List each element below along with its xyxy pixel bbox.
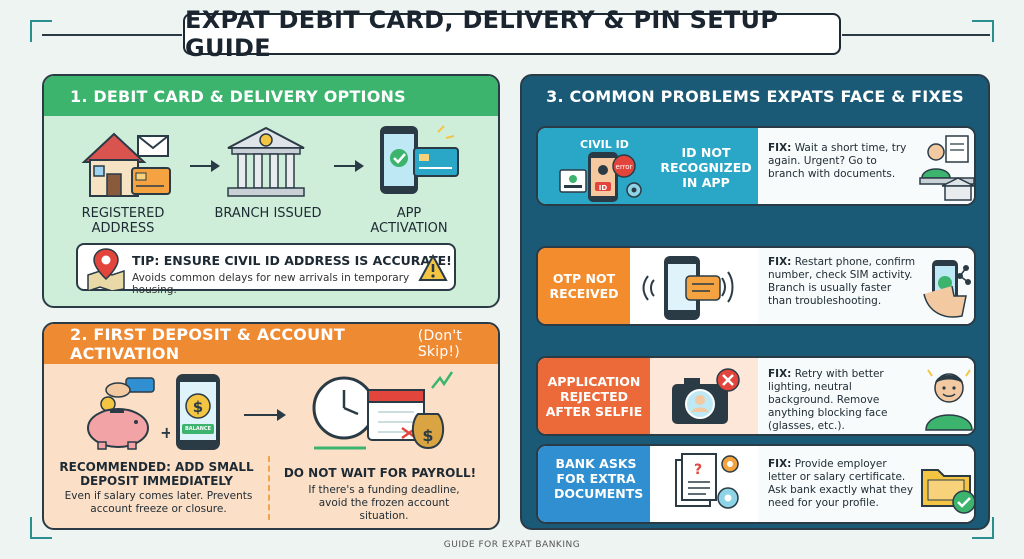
error-badge-text: error bbox=[616, 163, 633, 171]
svg-text:$: $ bbox=[422, 426, 433, 445]
fix-description: Restart phone, confirm number, check SIM… bbox=[768, 256, 916, 307]
problem-title: APPLICATION REJECTED AFTER SELFIE bbox=[545, 374, 643, 419]
fix-area: FIX: Retry with better lighting, neutral… bbox=[758, 358, 974, 434]
fix-description: Wait a short time, try again. Urgent? Go… bbox=[768, 142, 907, 180]
svg-text:?: ? bbox=[694, 462, 702, 478]
problem-title: OTP NOT RECEIVED bbox=[549, 271, 619, 301]
tip-text: Avoids common delays for new arrivals in… bbox=[132, 272, 410, 296]
section-first-deposit: 2. FIRST DEPOSIT & ACCOUNT ACTIVATION (D… bbox=[42, 322, 500, 530]
map-pin-icon bbox=[87, 248, 125, 291]
section-delivery-options: 1. DEBIT CARD & DELIVERY OPTIONS REGISTE… bbox=[42, 74, 500, 308]
fix-text: FIX: Restart phone, confirm number, chec… bbox=[768, 256, 916, 308]
corner-top-right bbox=[972, 20, 994, 42]
arrow-right-icon bbox=[190, 160, 220, 172]
section2-heading: 2. FIRST DEPOSIT & ACCOUNT ACTIVATION (D… bbox=[44, 324, 498, 364]
title-rule-left bbox=[42, 34, 182, 36]
section2-heading-note: (Don't Skip!) bbox=[417, 328, 463, 360]
deadline-calendar-icon: $ bbox=[312, 371, 454, 450]
fix-label: FIX: bbox=[768, 142, 792, 154]
problem-card: OTP NOT RECEIVED FIX: Restart phone, con… bbox=[536, 246, 976, 326]
problem-title: BANK ASKS FOR EXTRA DOCUMENTS bbox=[554, 456, 644, 501]
id-error-icon: ID error bbox=[559, 152, 642, 202]
warning-icon bbox=[418, 254, 448, 281]
camera-selfie-icon bbox=[672, 368, 740, 424]
corner-top-left bbox=[30, 20, 52, 42]
fix-area: FIX: Wait a short time, try again. Urgen… bbox=[758, 128, 974, 204]
corner-bottom-right bbox=[972, 517, 994, 539]
documents-gear-icon: ? bbox=[675, 453, 739, 509]
fix-text: FIX: Retry with better lighting, neutral… bbox=[768, 368, 916, 433]
payroll-warning-title: DO NOT WAIT FOR PAYROLL! bbox=[283, 466, 477, 480]
divider bbox=[268, 456, 270, 520]
hand-phone-icon bbox=[923, 260, 971, 318]
arrow-right-icon bbox=[244, 409, 286, 421]
problem-label-area: CIVIL ID ID error ID NOT RECOGNIZED IN A… bbox=[538, 128, 758, 204]
section1-heading: 1. DEBIT CARD & DELIVERY OPTIONS bbox=[44, 76, 498, 116]
corner-bottom-left bbox=[30, 517, 52, 539]
bank-building-icon bbox=[227, 126, 305, 197]
payroll-warning-text: If there's a funding deadline, avoid the… bbox=[308, 484, 460, 522]
id-badge-text: ID bbox=[599, 184, 608, 192]
person-avatar-icon bbox=[925, 369, 973, 431]
deposit-recommendation-text: Even if salary comes later. Prevents acc… bbox=[64, 490, 253, 515]
fix-area: FIX: Restart phone, confirm number, chec… bbox=[758, 248, 974, 324]
tip-callout: TIP: ENSURE CIVIL ID ADDRESS IS ACCURATE… bbox=[76, 243, 456, 296]
section3-heading: 3. COMMON PROBLEMS EXPATS FACE & FIXES bbox=[522, 76, 988, 116]
piggy-bank-icon: + bbox=[87, 377, 170, 450]
option-branch-issued: BRANCH ISSUED bbox=[214, 206, 322, 221]
title-rule-right bbox=[842, 34, 990, 36]
fix-description: Provide employer letter or salary certif… bbox=[768, 458, 914, 509]
arrow-right-icon bbox=[334, 160, 364, 172]
fix-area: FIX: Provide employer letter or salary c… bbox=[758, 446, 974, 522]
problem-card: APPLICATION REJECTED AFTER SELFIE FIX: R… bbox=[536, 356, 976, 436]
section-common-problems: 3. COMMON PROBLEMS EXPATS FACE & FIXES C… bbox=[520, 74, 990, 530]
footer-text: GUIDE FOR EXPAT BANKING bbox=[443, 540, 581, 550]
fix-label: FIX: bbox=[768, 256, 792, 268]
fix-label: FIX: bbox=[768, 458, 792, 470]
section2-heading-text: 2. FIRST DEPOSIT & ACCOUNT ACTIVATION bbox=[70, 325, 345, 363]
option-app-activation: APP ACTIVATION bbox=[370, 206, 448, 236]
balance-label: BALANCE bbox=[184, 426, 211, 432]
problem-card: CIVIL ID ID error ID NOT RECOGNIZED IN A… bbox=[536, 126, 976, 206]
phone-card-activation-icon bbox=[380, 125, 459, 194]
otp-phone-icon bbox=[642, 256, 734, 320]
problem-label-area: BANK ASKS FOR EXTRA DOCUMENTS ? bbox=[538, 446, 758, 522]
fix-text: FIX: Provide employer letter or salary c… bbox=[768, 458, 916, 510]
problem-card: BANK ASKS FOR EXTRA DOCUMENTS ? FIX: Pro… bbox=[536, 444, 976, 524]
tip-title: TIP: ENSURE CIVIL ID ADDRESS IS ACCURATE… bbox=[132, 253, 452, 268]
problem-label-area: OTP NOT RECEIVED bbox=[538, 248, 758, 324]
house-icon bbox=[81, 132, 171, 197]
balance-phone-icon: $ bbox=[176, 374, 220, 450]
problem-title: ID NOT RECOGNIZED IN APP bbox=[660, 145, 752, 190]
svg-text:$: $ bbox=[193, 398, 203, 416]
civil-id-tag: CIVIL ID bbox=[580, 138, 629, 151]
folder-check-icon bbox=[921, 469, 974, 514]
fix-label: FIX: bbox=[768, 368, 792, 380]
page-title: EXPAT DEBIT CARD, DELIVERY & PIN SETUP G… bbox=[183, 6, 841, 62]
deposit-recommendation-title: RECOMMENDED: ADD SMALL DEPOSIT IMMEDIATE… bbox=[59, 460, 254, 488]
bank-clerk-icon bbox=[919, 135, 974, 201]
problem-label-area: APPLICATION REJECTED AFTER SELFIE bbox=[538, 358, 758, 434]
svg-text:+: + bbox=[160, 423, 170, 442]
fix-text: FIX: Wait a short time, try again. Urgen… bbox=[768, 142, 916, 181]
option-registered-address: REGISTERED ADDRESS bbox=[81, 206, 165, 236]
fix-description: Retry with better lighting, neutral back… bbox=[768, 368, 888, 432]
